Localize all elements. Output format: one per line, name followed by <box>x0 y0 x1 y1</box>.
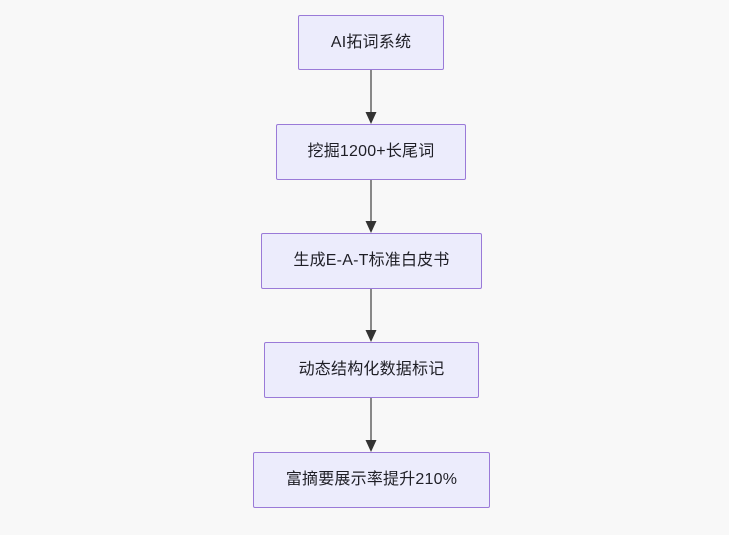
connector-node4-node5 <box>365 398 377 452</box>
flow-node-rich-snippet-impression-uplift[interactable]: 富摘要展示率提升210% <box>253 452 490 508</box>
flow-node-mine-longtail-keywords[interactable]: 挖掘1200+长尾词 <box>276 124 466 180</box>
connector-node2-node3 <box>365 180 377 233</box>
flow-node-label: 动态结构化数据标记 <box>298 361 445 379</box>
flow-node-ai-keyword-system[interactable]: AI拓词系统 <box>298 15 444 70</box>
flow-node-dynamic-structured-data-markup[interactable]: 动态结构化数据标记 <box>264 342 479 398</box>
flow-node-label: 富摘要展示率提升210% <box>285 471 458 489</box>
arrowhead-icon <box>365 112 377 124</box>
flow-node-label: 挖掘1200+长尾词 <box>307 143 435 161</box>
connector-node1-node2 <box>365 70 377 124</box>
flow-node-generate-eat-whitepaper[interactable]: 生成E-A-T标准白皮书 <box>261 233 482 289</box>
flow-node-label: 生成E-A-T标准白皮书 <box>293 252 450 270</box>
arrowhead-icon <box>365 440 377 452</box>
arrowhead-icon <box>365 330 377 342</box>
arrowhead-icon <box>365 221 377 233</box>
connector-node3-node4 <box>365 289 377 342</box>
flow-node-label: AI拓词系统 <box>330 33 412 51</box>
